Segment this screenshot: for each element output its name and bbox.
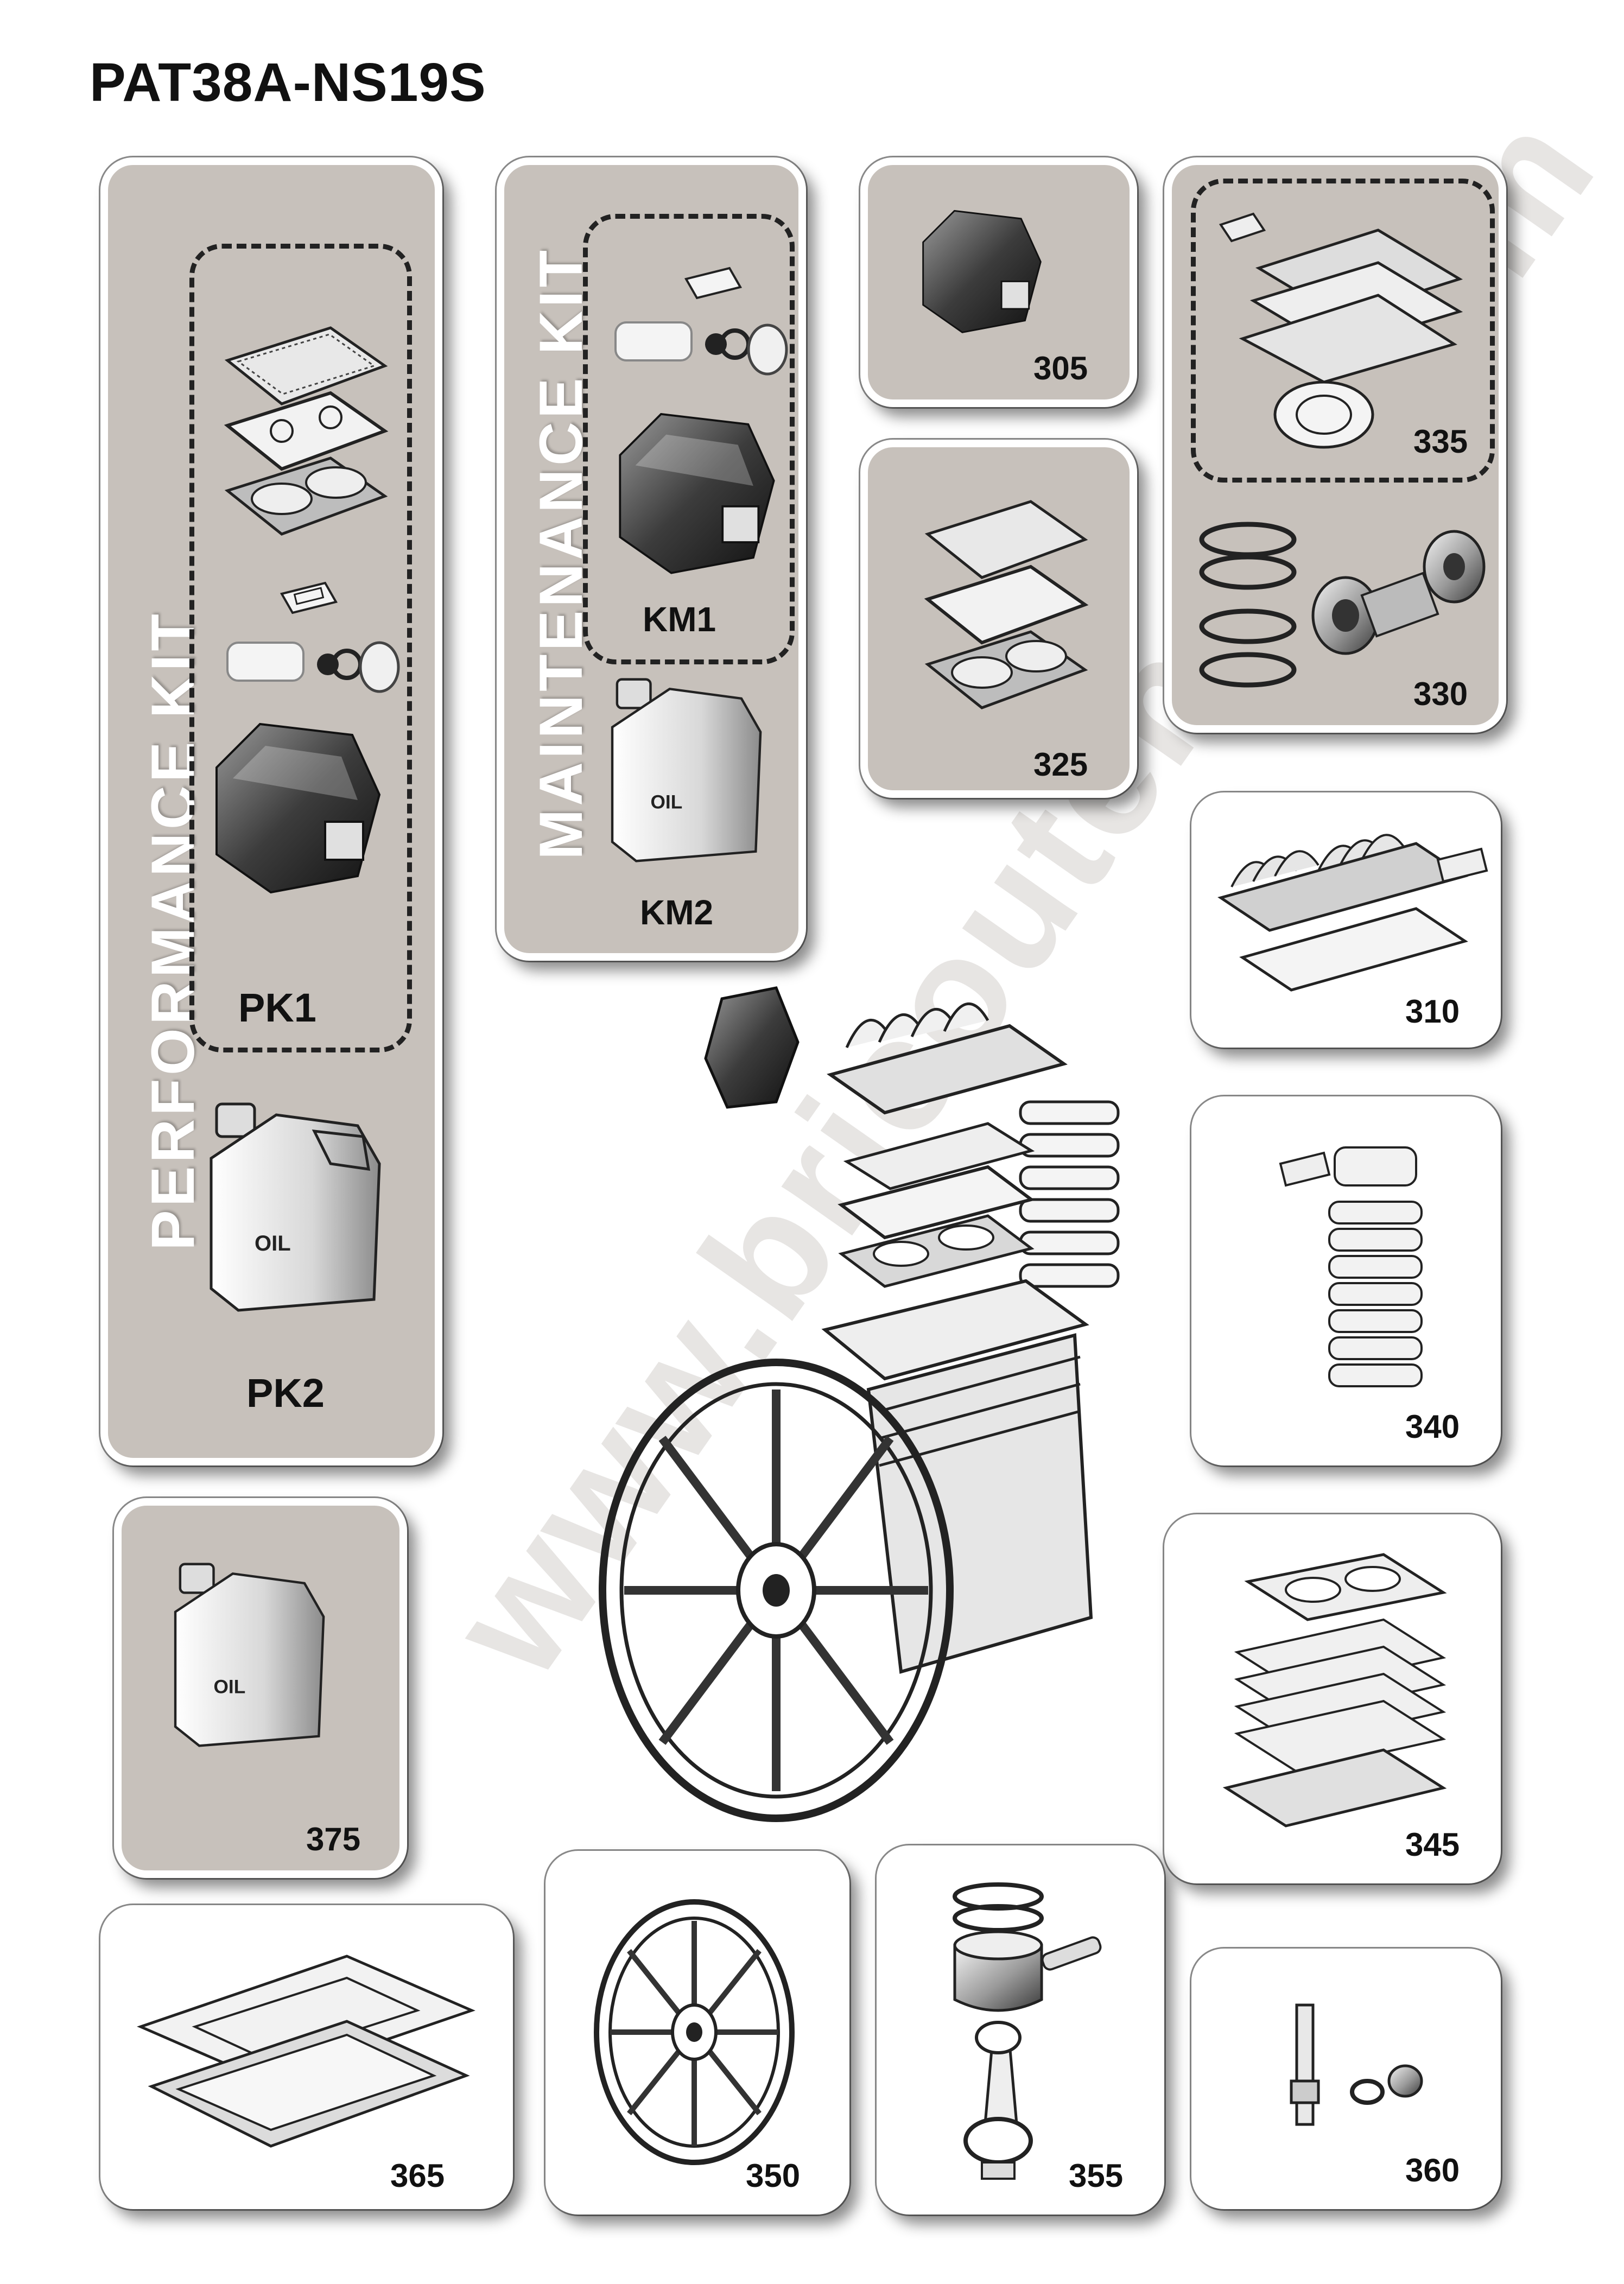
air-filter-icon: [619, 413, 775, 574]
part-350-panel[interactable]: 350: [545, 1851, 849, 2215]
oil-label: OIL: [651, 791, 683, 813]
pk2-label: PK2: [246, 1371, 325, 1416]
part-325-number: 325: [1033, 746, 1088, 783]
piston-rings-icon: [1199, 522, 1297, 688]
pulley-wheel-icon: [594, 1899, 795, 2165]
compressor-pump-assembly-diagram: [599, 986, 1120, 1822]
part-330-number: 330: [1413, 676, 1468, 712]
part-360-panel[interactable]: 360: [1191, 1949, 1501, 2209]
oil-jug-icon: OIL: [210, 1102, 381, 1312]
oil-jug-icon: OIL: [174, 1563, 325, 1747]
part-375-panel[interactable]: OIL 375: [114, 1498, 407, 1878]
part-305-panel[interactable]: 305: [860, 157, 1137, 407]
oil-label: OIL: [214, 1676, 246, 1697]
oil-label: OIL: [255, 1232, 291, 1255]
valve-assembly-icon: [226, 581, 400, 693]
part-335-330-panel[interactable]: 335 330: [1164, 157, 1506, 733]
part-325-panel[interactable]: 325: [860, 440, 1137, 798]
pk1-outline: [189, 244, 412, 1052]
cylinder-icon: [1279, 1146, 1423, 1387]
part-355-number: 355: [1069, 2158, 1124, 2194]
km1-label: KM1: [643, 600, 716, 639]
bearing-assembly-icon: [1311, 530, 1486, 655]
cylinder-head-icon: [1217, 834, 1488, 992]
maintenance-kit-panel[interactable]: MAINTENANCE KIT KM1 OIL KM2: [497, 157, 806, 961]
oil-jug-icon: OIL: [611, 678, 762, 862]
bolt-and-plug-icon: [1290, 2003, 1423, 2126]
air-filter-icon: [215, 722, 381, 894]
part-345-number: 345: [1405, 1826, 1460, 1863]
part-365-panel[interactable]: 365: [100, 1905, 513, 2209]
part-335-number: 335: [1413, 423, 1468, 460]
km1-outline: [583, 214, 795, 664]
performance-kit-panel[interactable]: PERFORMANCE KIT PK1 OIL PK2: [100, 157, 442, 1465]
part-355-panel[interactable]: 355: [877, 1845, 1164, 2215]
valve-assembly-icon: [614, 267, 788, 376]
part-310-number: 310: [1405, 993, 1460, 1030]
air-filter-icon: [922, 210, 1042, 333]
part-345-panel[interactable]: 345: [1164, 1514, 1501, 1883]
part-365-number: 365: [390, 2158, 445, 2194]
part-305-number: 305: [1033, 350, 1088, 386]
part-375-number: 375: [306, 1821, 361, 1857]
part-350-number: 350: [746, 2158, 801, 2194]
gasket-set-icon: [924, 500, 1089, 709]
piston-rod-icon: [953, 1882, 1102, 2180]
part-360-number: 360: [1405, 2152, 1460, 2188]
head-gasket-set-icon: [1219, 212, 1463, 449]
part-340-panel[interactable]: 340: [1191, 1096, 1501, 1465]
crankcase-gasket-icon: [137, 1955, 475, 2148]
page-title: PAT38A-NS19S: [90, 52, 486, 113]
cylinder-block-icon: [1222, 1553, 1447, 1828]
pk1-label: PK1: [238, 985, 316, 1030]
part-310-panel[interactable]: 310: [1191, 792, 1501, 1048]
part-335-outline: [1191, 179, 1495, 483]
part-340-number: 340: [1405, 1409, 1460, 1445]
km2-label: KM2: [640, 893, 714, 932]
gasket-set-icon: [224, 326, 389, 536]
